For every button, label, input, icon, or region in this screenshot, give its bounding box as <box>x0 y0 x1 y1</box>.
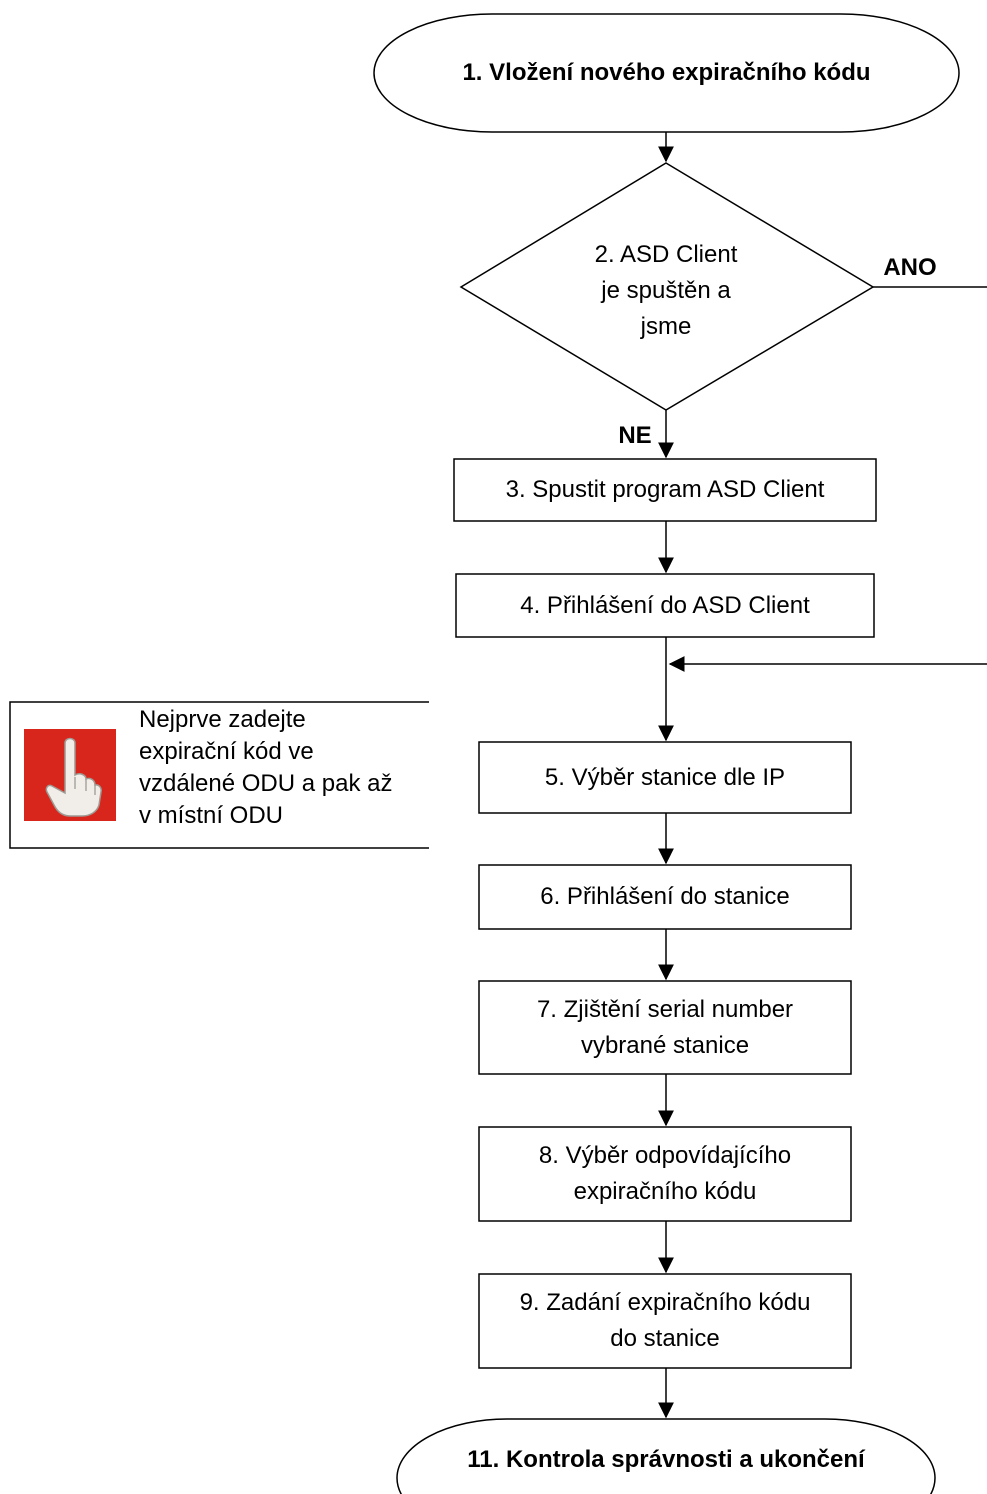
step8-line-2: expiračního kódu <box>573 1178 757 1205</box>
pointing-finger-icon <box>24 729 116 821</box>
decision-label: 2. ASD Client je spuštěn a jsme <box>541 237 791 345</box>
decision-line-1: 2. ASD Client <box>594 241 738 268</box>
step3-label: 3. Spustit program ASD Client <box>454 459 876 521</box>
step5-box <box>478 741 852 814</box>
step4-label: 4. Přihlášení do ASD Client <box>456 574 874 637</box>
yes-label: ANO <box>883 254 937 281</box>
step6-text: 6. Přihlášení do stanice <box>540 883 790 910</box>
step9-line-2: do stanice <box>610 1325 720 1352</box>
step8-label: 8. Výběr odpovídajícího expiračního kódu <box>479 1127 851 1221</box>
end-label: 11. Kontrola správnosti a ukončení <box>467 1446 865 1473</box>
step9-label: 9. Zadání expiračního kódu do stanice <box>479 1274 851 1368</box>
step4-text: 4. Přihlášení do ASD Client <box>520 591 810 619</box>
step9-box <box>478 1273 852 1369</box>
note-line-2: expirační kód ve <box>139 738 314 765</box>
step5-text: 5. Výběr stanice dle IP <box>544 763 786 791</box>
finger-knuckles <box>74 777 96 795</box>
step6-box <box>478 864 852 930</box>
decision-line-3: jsme <box>640 313 692 340</box>
finger-shape <box>45 737 102 817</box>
note-text: Nejprve zadejte expirační kód ve vzdálen… <box>139 704 429 832</box>
step3-text: 3. Spustit program ASD Client <box>505 476 825 503</box>
start-label: 1. Vložení nového expiračního kódu <box>374 14 959 132</box>
step9-line-1: 9. Zadání expiračního kódu <box>519 1289 811 1316</box>
step5-label: 5. Výběr stanice dle IP <box>479 742 851 813</box>
step7-line-1: 7. Zjištění serial number <box>536 995 794 1023</box>
step8-line-1: 8. Výběr odpovídajícího <box>538 1142 792 1169</box>
no-label: NE <box>618 422 652 449</box>
step7-label: 7. Zjištění serial number vybrané stanic… <box>479 981 851 1074</box>
start-text: 1. Vložení nového expiračního kódu <box>462 59 871 86</box>
note-line-3: vzdálené ODU a pak až <box>139 770 393 797</box>
note-line-1: Nejprve zadejte <box>139 706 306 733</box>
step3-box <box>453 458 877 522</box>
note-line-4: v místní ODU <box>139 802 284 829</box>
end-terminator <box>396 1418 936 1494</box>
note-frame <box>9 701 429 849</box>
step4-box <box>455 573 875 638</box>
step6-label: 6. Přihlášení do stanice <box>479 865 851 929</box>
step8-box <box>478 1126 852 1222</box>
step7-line-2: vybrané stanice <box>580 1031 750 1059</box>
decision-line-2: je spuštěn a <box>601 277 731 304</box>
step7-box <box>478 980 852 1075</box>
